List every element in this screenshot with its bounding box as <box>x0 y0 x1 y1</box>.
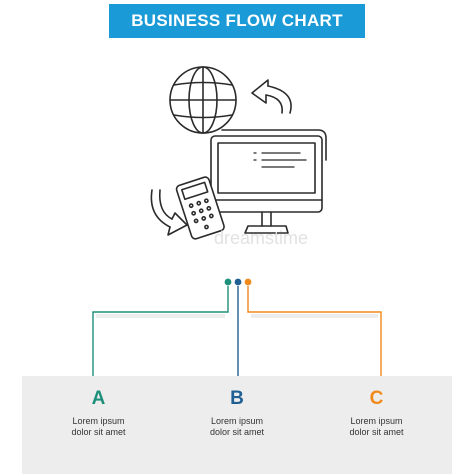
step-a-description: Lorem ipsum dolor sit amet <box>22 416 175 438</box>
watermark: dreamstime <box>214 228 308 248</box>
branch-c-dot <box>244 278 252 286</box>
branch-a-line <box>92 286 229 378</box>
branch-a-dot <box>224 278 232 286</box>
step-b-line1: Lorem ipsum <box>210 416 264 426</box>
step-card-c: C Lorem ipsum dolor sit amet <box>301 376 452 474</box>
cycle-arrows-icon <box>150 79 292 236</box>
step-card-a: A Lorem ipsum dolor sit amet <box>22 376 175 474</box>
mobile-phone-icon <box>175 176 225 240</box>
step-a-line1: Lorem ipsum <box>72 416 125 426</box>
page-title: BUSINESS FLOW CHART <box>131 11 343 30</box>
globe-icon <box>169 66 237 134</box>
step-card-b: B Lorem ipsum dolor sit amet <box>163 376 311 474</box>
branch-c-line <box>247 286 382 378</box>
step-b-letter: B <box>230 388 244 409</box>
branch-b-dot <box>234 278 242 286</box>
step-c-description: Lorem ipsum dolor sit amet <box>301 416 452 438</box>
title-banner: BUSINESS FLOW CHART <box>109 4 365 38</box>
step-c-letter: C <box>369 388 384 409</box>
step-c-line2: dolor sit amet <box>349 427 404 437</box>
step-a-line2: dolor sit amet <box>71 427 126 437</box>
monitor-icon <box>210 129 327 234</box>
step-b-description: Lorem ipsum dolor sit amet <box>163 416 311 438</box>
step-a-letter: A <box>91 388 106 409</box>
step-c-line1: Lorem ipsum <box>350 416 403 426</box>
step-b-line2: dolor sit amet <box>209 427 265 437</box>
